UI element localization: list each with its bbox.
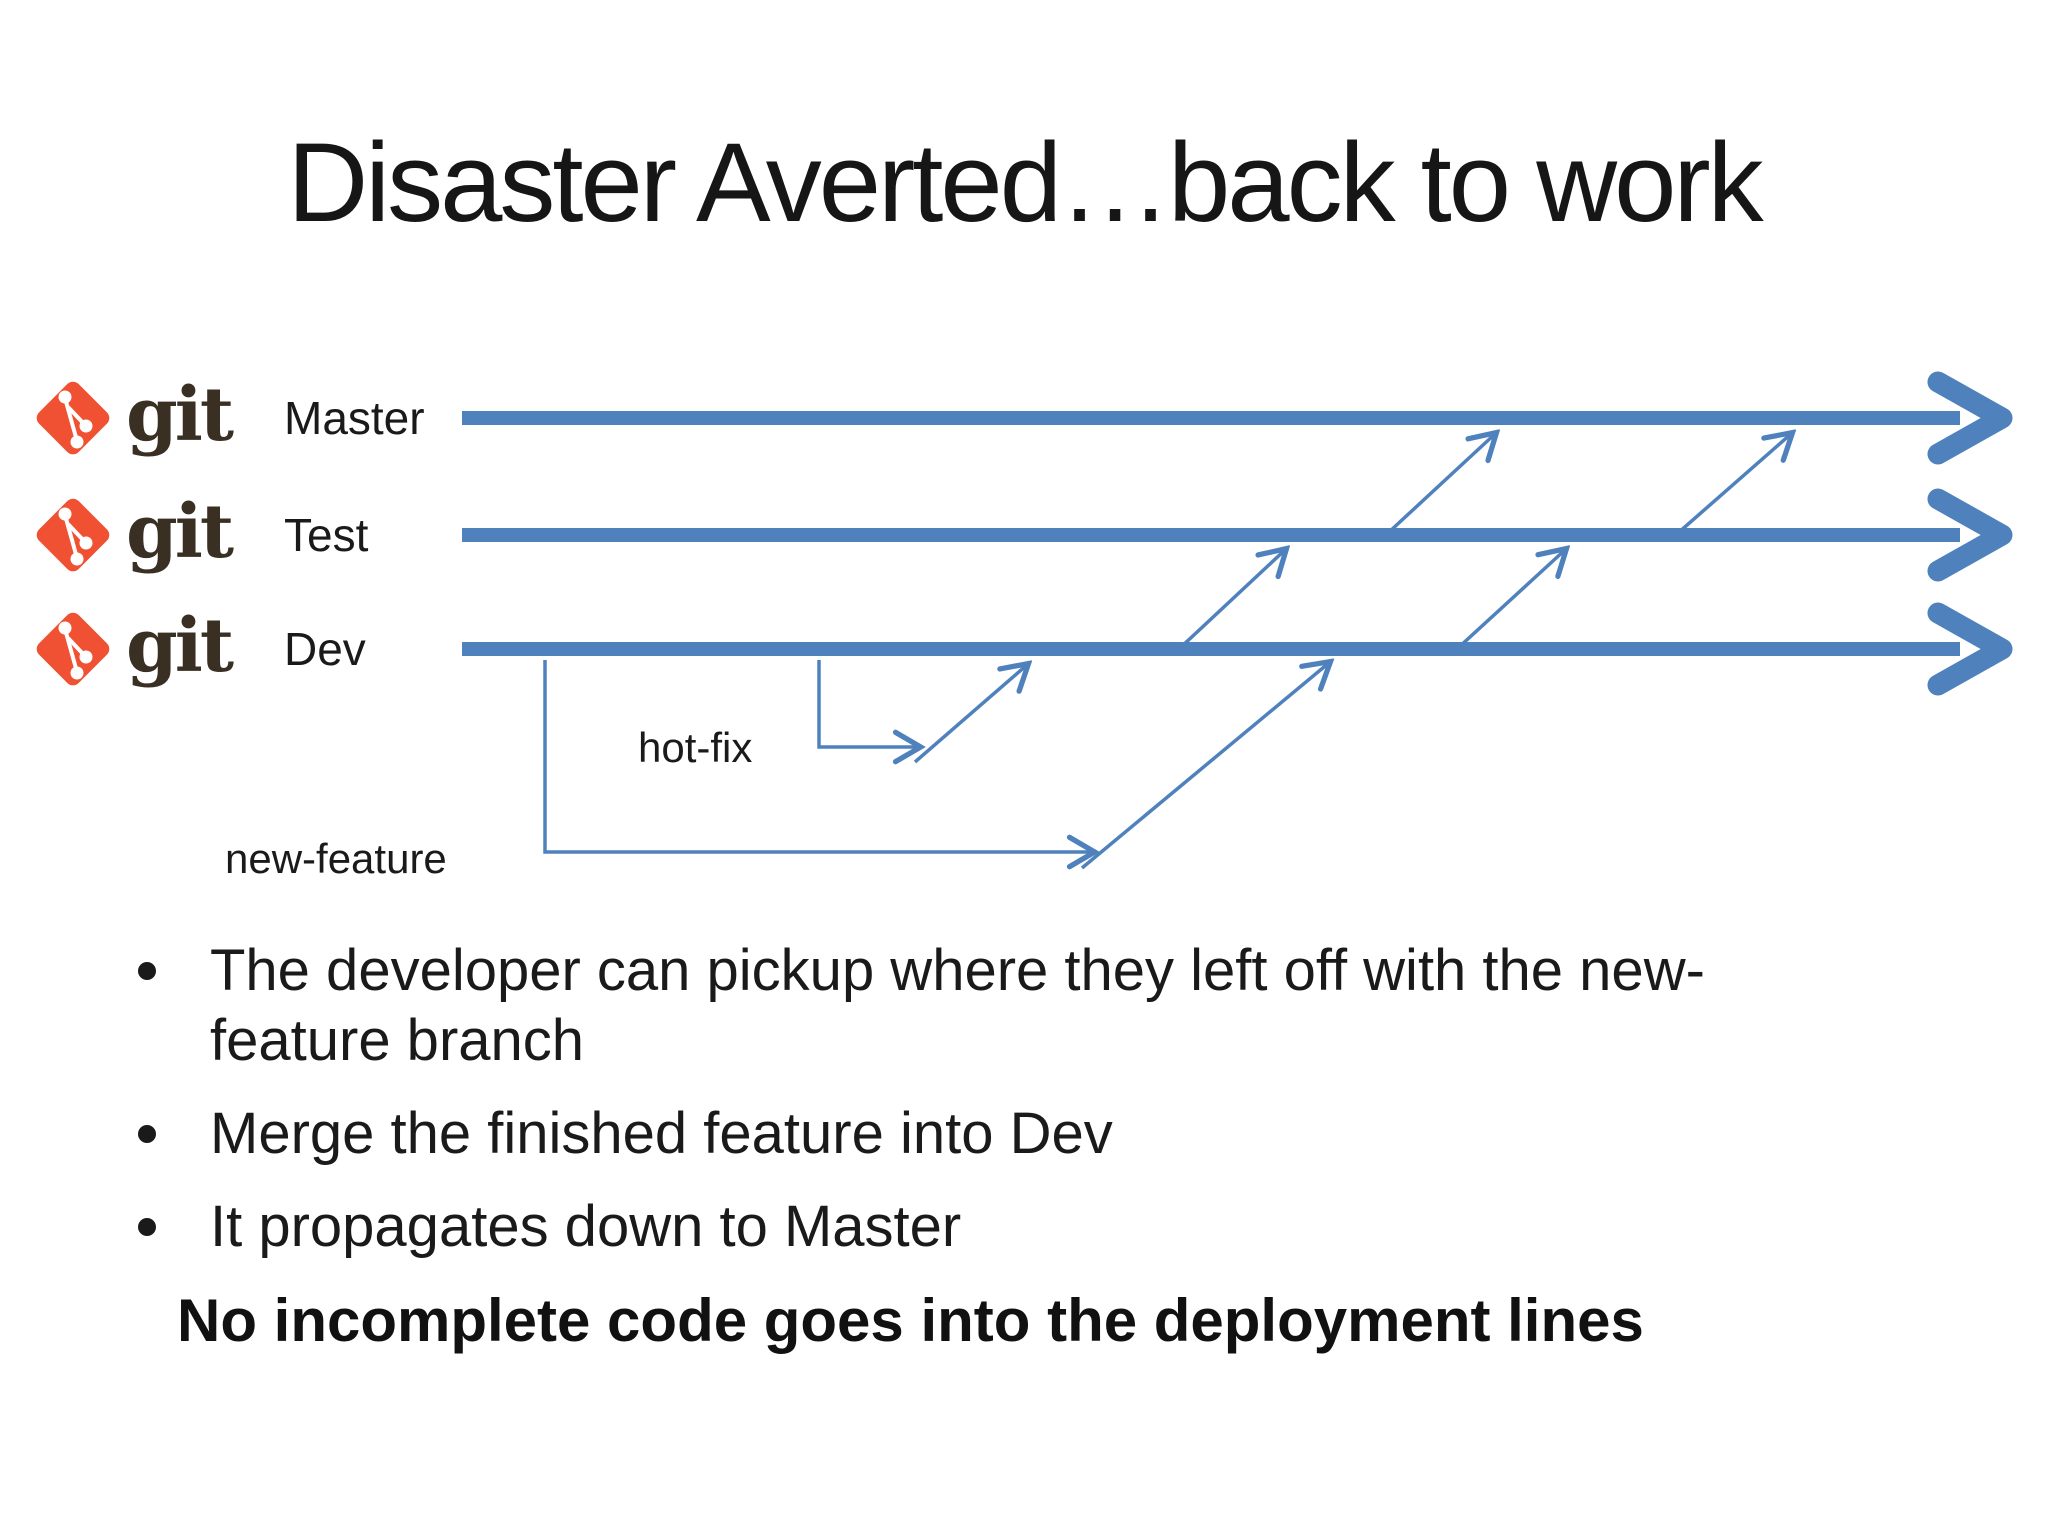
branch-row-dev: git Dev: [28, 603, 498, 695]
test-timeline-arrow: [462, 488, 2013, 582]
hotfix-branch-label: hot-fix: [638, 724, 753, 771]
branch-label-dev: Dev: [284, 623, 366, 675]
bullet-text: It propagates down to Master: [210, 1194, 962, 1259]
dev-to-test-merge-arrow-2: [1456, 549, 1566, 650]
branch-label-test: Test: [284, 509, 369, 561]
git-wordmark: git: [126, 489, 234, 575]
bullet-dot-icon: [138, 1125, 156, 1143]
git-wordmark: git: [126, 603, 234, 689]
bullet-text: The developer can pickup where they left…: [210, 938, 1705, 1073]
bullet-text: Merge the finished feature into Dev: [210, 1101, 1113, 1166]
emphasis-text: No incomplete code goes into the deploym…: [177, 1287, 1644, 1354]
newfeature-merge-arrow: [1080, 662, 1330, 870]
newfeature-branch-arrow: [543, 660, 1094, 852]
bullet-dot-icon: [138, 1218, 156, 1236]
git-logo-icon: [36, 498, 110, 572]
newfeature-branch-label: new-feature: [225, 835, 447, 882]
hotfix-merge-arrow: [913, 664, 1028, 764]
git-wordmark: git: [126, 372, 234, 458]
branch-row-test: git Test: [28, 489, 498, 581]
git-logo-icon: [36, 381, 110, 455]
dev-timeline-arrow: [462, 602, 2013, 696]
branch-label-master: Master: [284, 392, 425, 444]
bullet-dot-icon: [138, 962, 156, 980]
list-item: Merge the finished feature into Dev: [138, 1099, 1858, 1169]
branch-row-master: git Master: [28, 372, 498, 464]
hotfix-branch-arrow: [817, 660, 920, 747]
master-timeline-arrow: [462, 371, 2013, 465]
test-to-master-merge-arrow-1: [1386, 433, 1496, 535]
list-item: It propagates down to Master: [138, 1192, 1858, 1262]
git-logo-icon: [36, 612, 110, 686]
list-item: The developer can pickup where they left…: [138, 936, 1858, 1076]
bullet-list: The developer can pickup where they left…: [138, 936, 1858, 1285]
test-to-master-merge-arrow-2: [1676, 433, 1792, 535]
page-title: Disaster Averted…back to work: [287, 120, 1763, 245]
dev-to-test-merge-arrow-1: [1178, 549, 1286, 650]
